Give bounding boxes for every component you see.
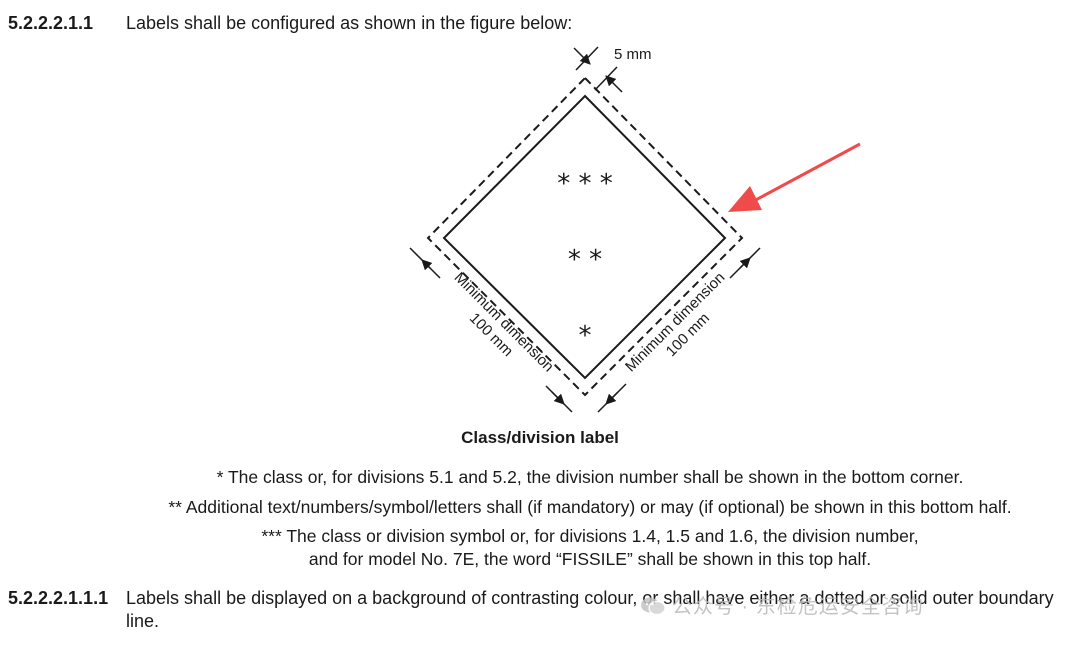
- dim-right-arrow-down: [605, 383, 627, 405]
- note-triple-star-line1: *** The class or division symbol or, for…: [261, 526, 919, 546]
- label-diagram: 5 mm Minimum dimension 100 mm Minimum di…: [409, 46, 861, 413]
- dim-left-arrow-down: [545, 385, 565, 405]
- inner-label-boundary: [442, 94, 727, 380]
- stars-top: * * *: [557, 169, 613, 199]
- red-pointer-arrow: [728, 142, 861, 212]
- section-number: 5.2.2.2.1.1: [8, 13, 94, 33]
- gap-tick-left: [575, 46, 599, 71]
- section-text: Labels shall be configured as shown in t…: [126, 13, 573, 33]
- wechat-icon: [641, 597, 666, 616]
- stars-bottom: *: [579, 321, 592, 351]
- note-double-star: ** Additional text/numbers/symbol/letter…: [168, 497, 1012, 517]
- label-figure: 5 mm Minimum dimension 100 mm Minimum di…: [400, 40, 861, 420]
- section-number: 5.2.2.2.1.1.1: [8, 588, 109, 608]
- note-triple-star: *** The class or division symbol or, for…: [0, 525, 1080, 571]
- note-single-star: * The class or, for divisions 5.1 and 5.…: [216, 467, 964, 487]
- watermark: 公众号 · 东检危运安全咨询: [640, 590, 924, 619]
- outer-dashed-boundary: [426, 76, 744, 397]
- dim-left-label: Minimum dimension 100 mm: [451, 269, 557, 375]
- section-text: Labels shall be displayed on a backgroun…: [126, 588, 1054, 631]
- gap-tick-right: [594, 66, 618, 91]
- dim-right-arrow-up: [729, 257, 751, 279]
- dim-right-label: Minimum dimension 100 mm: [622, 269, 728, 375]
- gap-label: 5 mm: [614, 46, 652, 63]
- gap-arrow-out: [605, 75, 623, 93]
- figure-caption: Class/division label: [461, 428, 619, 447]
- watermark-text: 公众号 · 东检危运安全咨询: [672, 596, 924, 618]
- dim-left-arrow-up: [421, 259, 441, 279]
- note-triple-star-line2: and for model No. 7E, the word “FISSILE”…: [308, 549, 872, 569]
- stars-middle: * *: [568, 245, 602, 275]
- gap-arrow-in: [573, 47, 591, 65]
